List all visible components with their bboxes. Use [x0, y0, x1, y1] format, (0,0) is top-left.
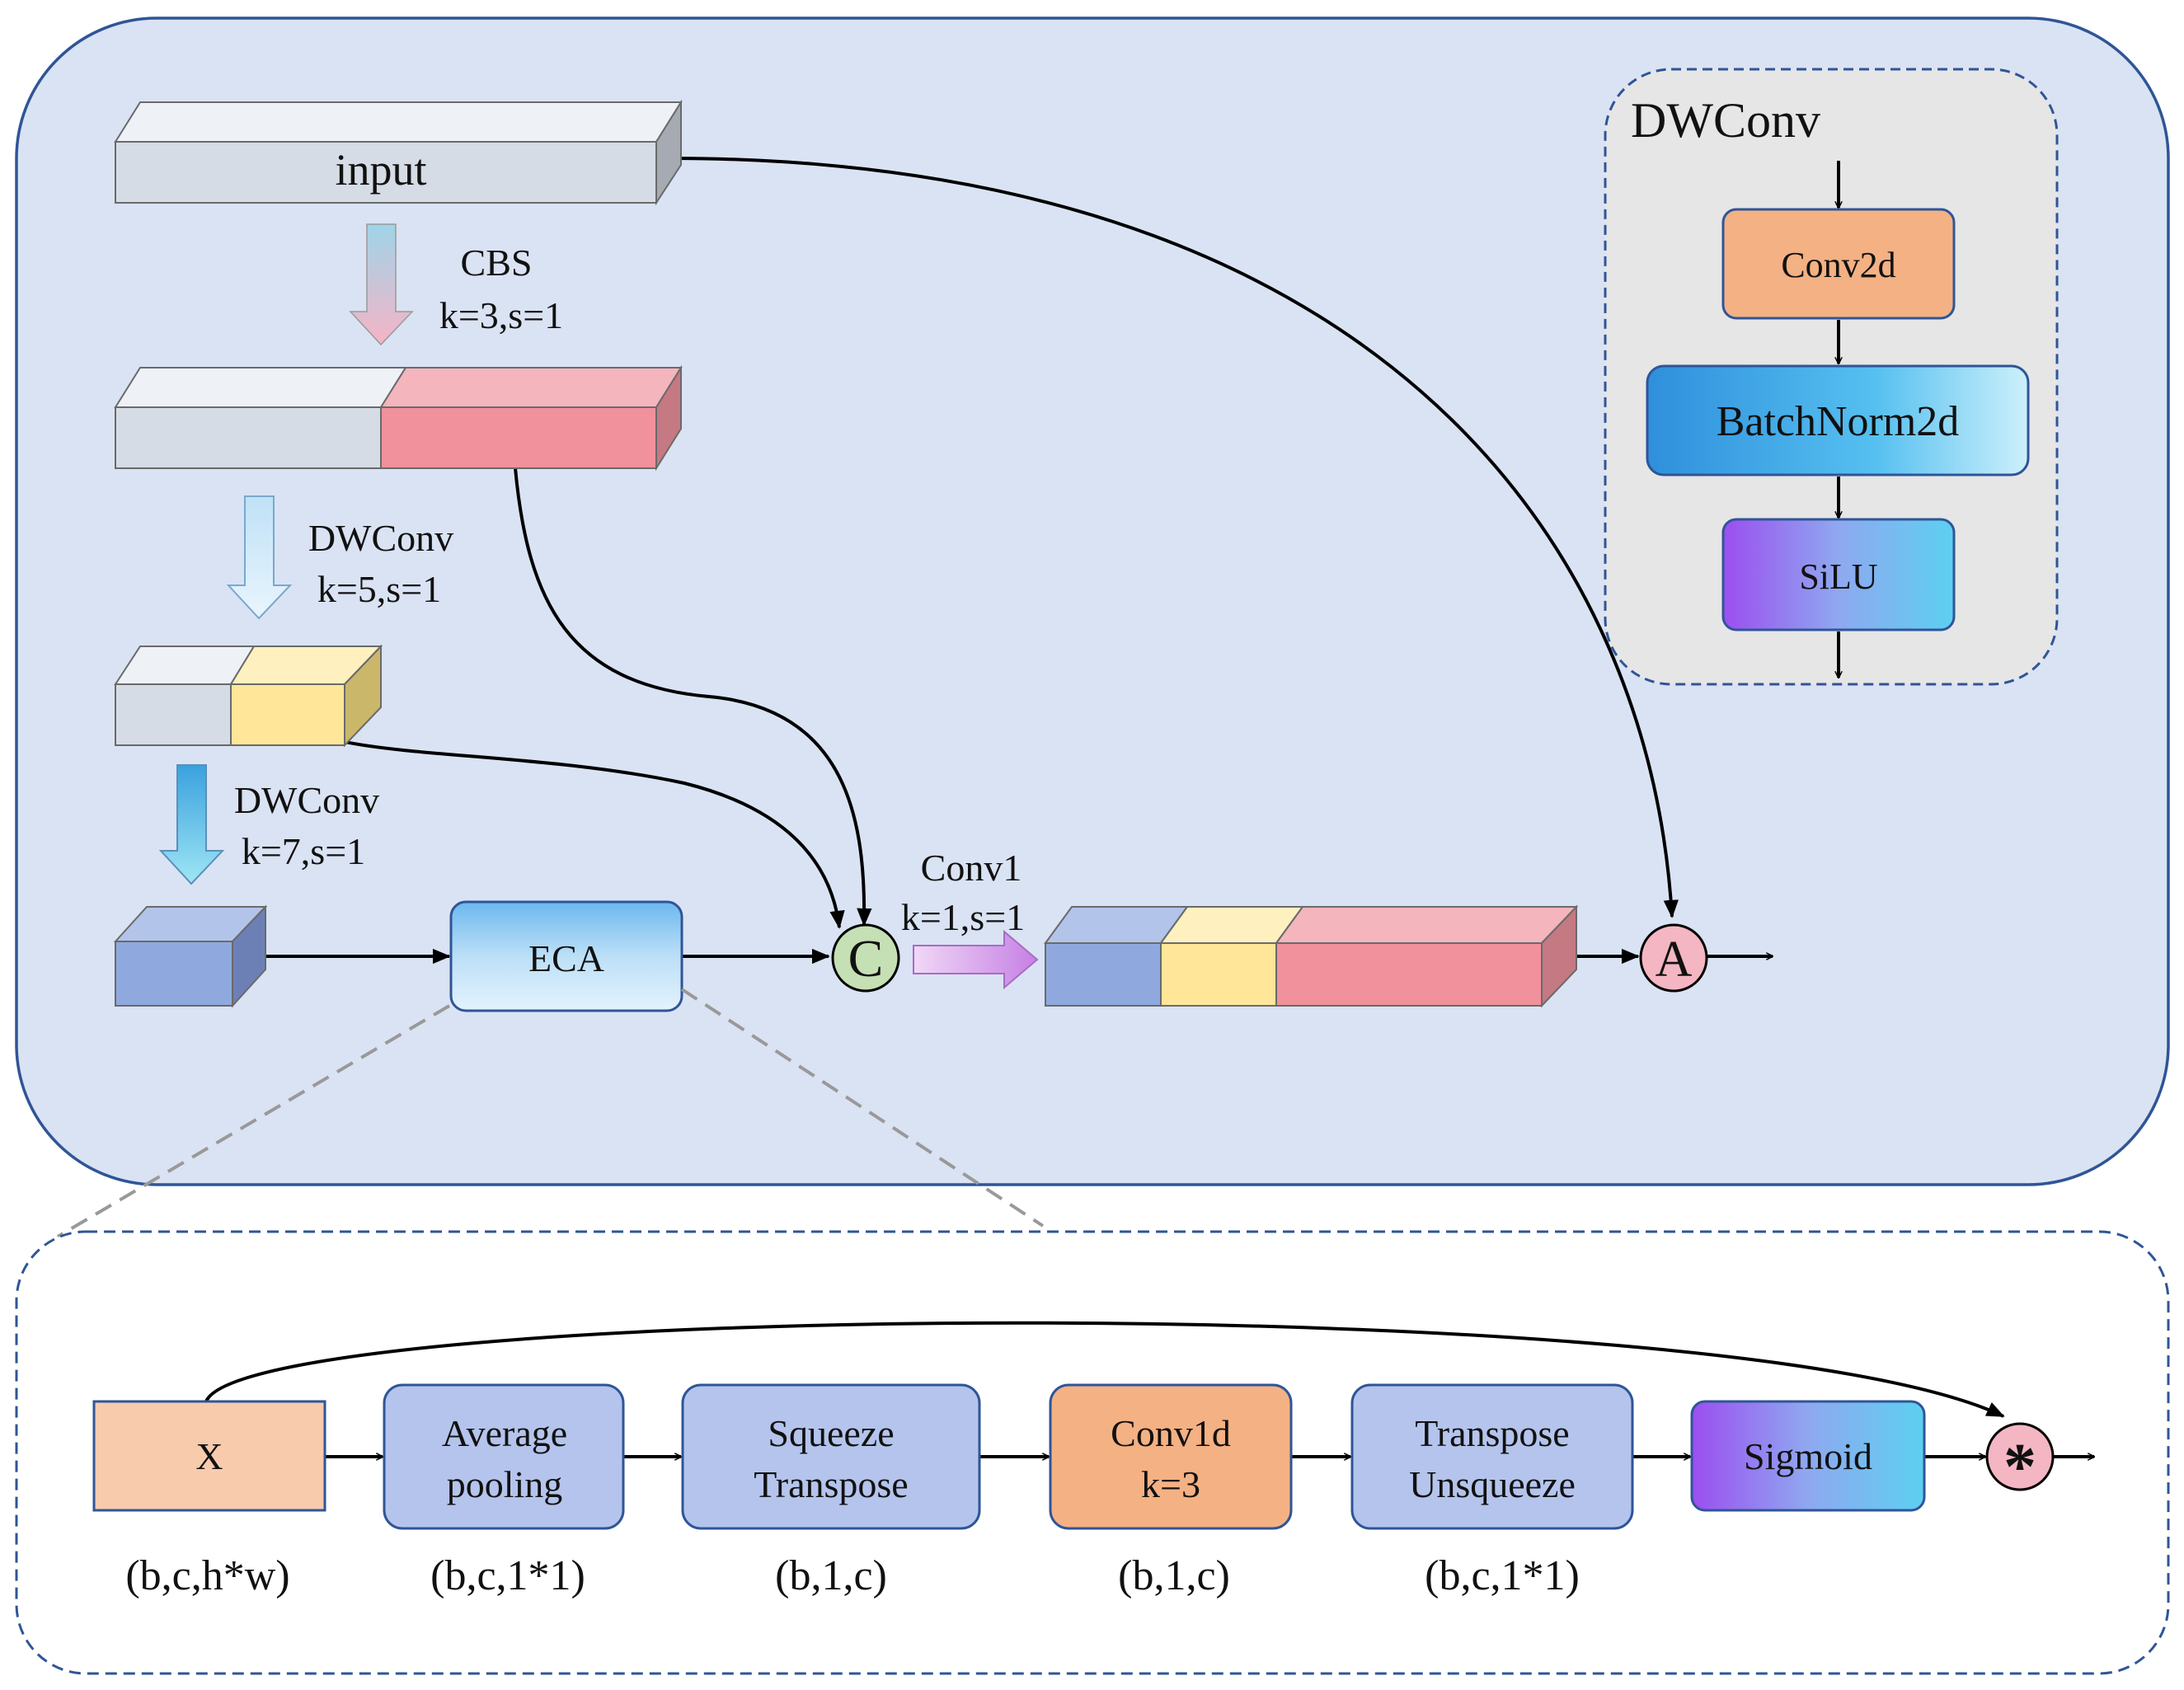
input-label: input	[335, 145, 426, 195]
eca-unsqueeze-line2: Unsqueeze	[1409, 1463, 1576, 1505]
dwconv2-params: k=7,s=1	[242, 830, 365, 872]
eca-block	[449, 900, 683, 1012]
legend-conv2d-label: Conv2d	[1781, 245, 1895, 285]
eca-avgpool-line1: Average	[442, 1412, 567, 1454]
dwconv2-arrow	[158, 764, 225, 885]
cbs-label: CBS	[461, 242, 533, 284]
conv1-params: k=1,s=1	[901, 896, 1025, 938]
eca-x-label: X	[195, 1435, 223, 1477]
concat-node	[831, 923, 900, 993]
conv1-arrow	[913, 929, 1039, 990]
eca-sigmoid-block	[1690, 1400, 1926, 1512]
dwconv1-arrow	[226, 495, 293, 620]
add-node	[1639, 923, 1708, 993]
zoom-line-left	[56, 1004, 451, 1238]
eca-avgpool-shape: (b,c,1*1)	[430, 1552, 585, 1599]
eca-squeeze-shape: (b,1,c)	[775, 1552, 887, 1599]
dwconv1-params: k=5,s=1	[317, 568, 441, 610]
eca-unsqueeze-shape: (b,c,1*1)	[1425, 1552, 1580, 1599]
legend-silu-block	[1721, 518, 1956, 631]
eca-unsqueeze-block	[1350, 1383, 1634, 1530]
dwconv1-output-block	[114, 644, 383, 748]
zoom-line-right	[680, 988, 1045, 1228]
eca-x-block	[92, 1400, 326, 1512]
connector-input-to-add	[669, 157, 1679, 918]
legend-silu-label: SiLU	[1799, 556, 1877, 597]
concat-symbol: C	[848, 929, 884, 988]
eca-squeeze-line2: Transpose	[754, 1463, 908, 1505]
eca-unsqueeze-line1: Transpose	[1415, 1412, 1569, 1454]
multiply-symbol: *	[2003, 1431, 2036, 1504]
legend-batchnorm-block	[1646, 364, 2030, 476]
dwconv-legend-title: DWConv	[1631, 93, 1820, 148]
eca-conv1d-line2: k=3	[1141, 1463, 1200, 1505]
add-symbol: A	[1656, 932, 1693, 988]
concat-output-block	[1044, 904, 1579, 1008]
dwconv1-label: DWConv	[308, 517, 453, 559]
cbs-params: k=3,s=1	[439, 294, 563, 336]
eca-label: ECA	[528, 937, 604, 979]
eca-skip-connector	[204, 1321, 2005, 1418]
eca-squeeze-line1: Squeeze	[768, 1412, 894, 1454]
conv1-label: Conv1	[921, 847, 1022, 889]
eca-squeeze-block	[681, 1383, 981, 1530]
eca-avgpool-line2: pooling	[447, 1463, 563, 1505]
legend-batchnorm-label: BatchNorm2d	[1717, 398, 1960, 445]
dwconv2-output-block	[113, 904, 268, 1008]
multiply-node	[1985, 1422, 2055, 1491]
eca-conv1d-line1: Conv1d	[1111, 1412, 1231, 1454]
connector-cbs-to-concat	[514, 467, 872, 927]
input-feature-block: input	[114, 99, 683, 206]
eca-conv1d-shape: (b,1,c)	[1118, 1552, 1230, 1599]
legend-conv2d-block	[1721, 208, 1956, 320]
cbs-output-block	[114, 364, 683, 472]
eca-conv1d-block	[1049, 1383, 1293, 1530]
eca-sigmoid-label: Sigmoid	[1744, 1435, 1872, 1477]
dwconv2-label: DWConv	[234, 779, 379, 821]
eca-x-shape: (b,c,h*w)	[125, 1552, 289, 1599]
cbs-arrow	[349, 223, 414, 346]
eca-avgpool-block	[383, 1383, 625, 1530]
